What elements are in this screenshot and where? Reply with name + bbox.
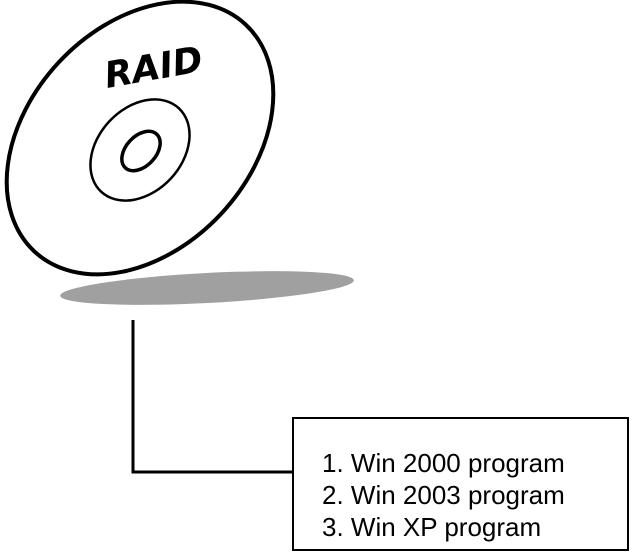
- program-item-win2000: 1. Win 2000 program: [322, 448, 565, 478]
- disc-inner-ring: [89, 98, 191, 202]
- program-list-box: 1. Win 2000 program 2. Win 2003 program …: [292, 417, 629, 551]
- disc-center-hole: [120, 129, 162, 173]
- disc-shadow: [60, 271, 354, 305]
- connector-line: [131, 320, 293, 474]
- program-list: 1. Win 2000 program 2. Win 2003 program …: [322, 447, 565, 543]
- program-item-winxp: 3. Win XP program: [322, 512, 542, 542]
- disc-outer-ring: [4, 0, 276, 277]
- program-item-win2003: 2. Win 2003 program: [322, 480, 565, 510]
